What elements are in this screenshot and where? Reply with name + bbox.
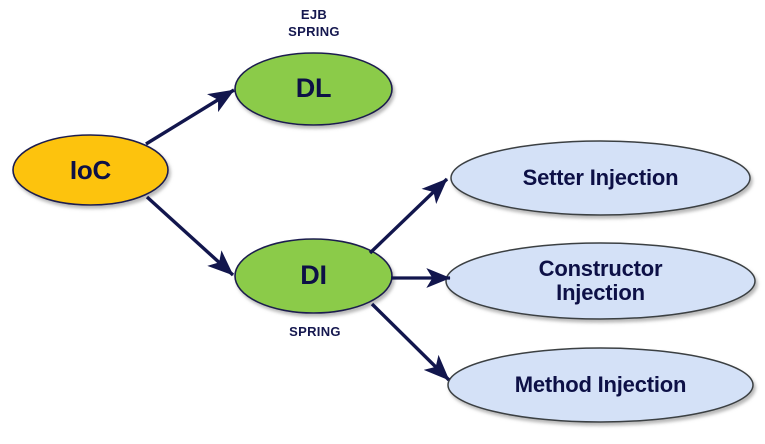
arrow-ioc-to-di bbox=[145, 195, 235, 277]
node-ellipse-di[interactable] bbox=[234, 238, 393, 314]
annotation-di-frameworks: SPRING bbox=[289, 324, 341, 339]
edge-arrows bbox=[145, 88, 451, 382]
node-ellipse-constructor[interactable] bbox=[445, 242, 756, 320]
arrow-di-to-setter bbox=[368, 177, 449, 255]
node-ellipse-ioc[interactable] bbox=[12, 134, 169, 206]
arrow-ioc-to-dl bbox=[145, 88, 235, 146]
arrow-di-to-method bbox=[370, 302, 451, 382]
node-shapes bbox=[12, 52, 756, 423]
annotation-dl-frameworks: EJB SPRING bbox=[288, 7, 340, 39]
node-ellipse-setter[interactable] bbox=[450, 140, 751, 216]
node-ellipse-dl[interactable] bbox=[234, 52, 393, 126]
node-ellipse-method[interactable] bbox=[447, 347, 754, 423]
